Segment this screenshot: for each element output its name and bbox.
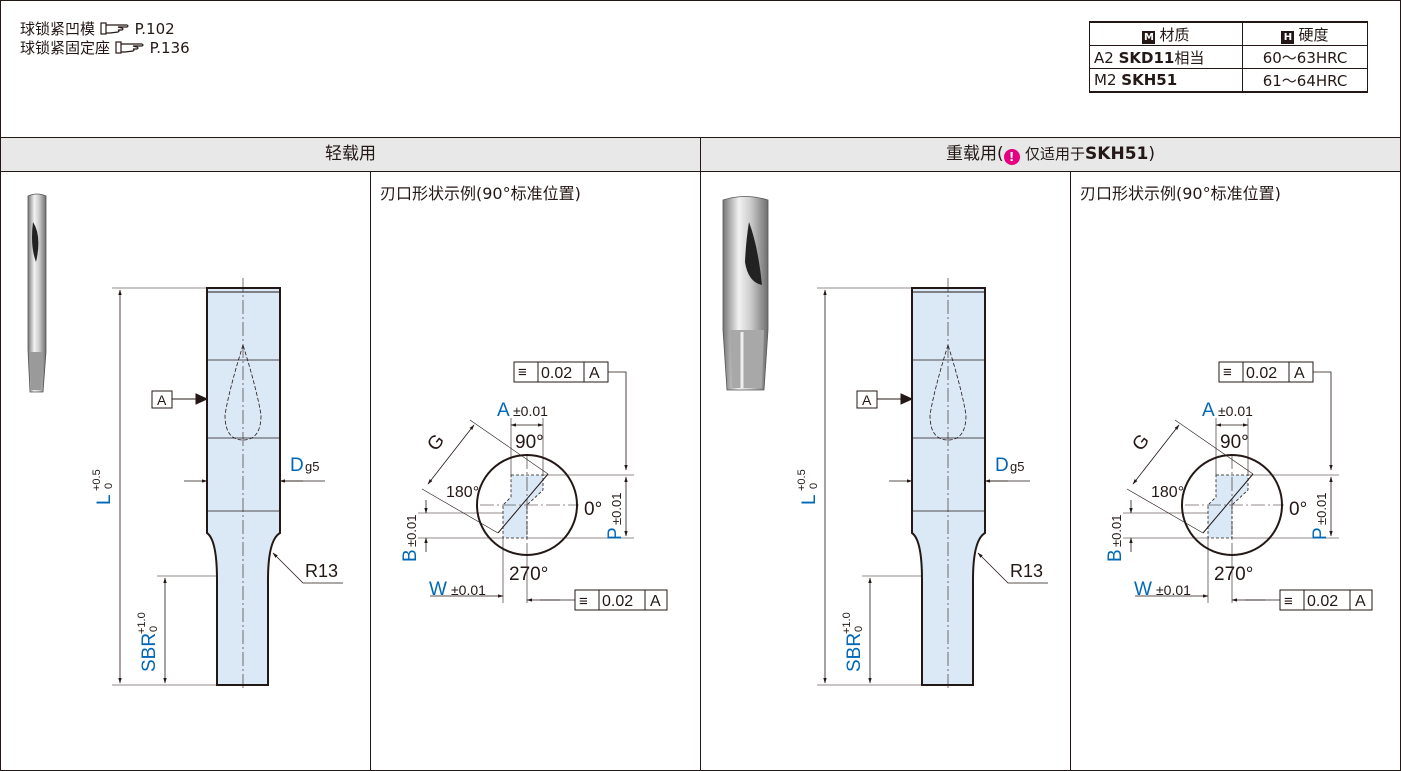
- svg-text:0.02: 0.02: [1246, 365, 1277, 382]
- heavy-shape-labels: ≡ 0.02 A ≡ 0.02 A A ±0.01 90° 180° 0° 27…: [1105, 364, 1366, 610]
- light-shape-detail: [418, 361, 668, 611]
- svg-text:+1.0: +1.0: [841, 612, 853, 634]
- svg-text:+0.5: +0.5: [796, 469, 808, 491]
- svg-text:≡: ≡: [1284, 593, 1293, 610]
- svg-text:270°: 270°: [1214, 564, 1253, 585]
- svg-text:R13: R13: [305, 561, 338, 581]
- column-divider: [1070, 171, 1071, 770]
- light-duty-header: 轻载用: [1, 137, 700, 172]
- svg-text:W: W: [429, 579, 447, 600]
- svg-text:P: P: [1310, 527, 1331, 540]
- svg-text:≡: ≡: [518, 364, 527, 381]
- svg-text:L: L: [94, 494, 115, 505]
- svg-text:W: W: [1134, 579, 1152, 600]
- svg-text:±0.01: ±0.01: [609, 493, 624, 525]
- svg-text:0.02: 0.02: [1307, 593, 1338, 610]
- svg-text:+0.5: +0.5: [91, 469, 103, 491]
- shape-example-title: 刃口形状示例(90°标准位置): [380, 184, 581, 203]
- svg-text:SBR: SBR: [139, 633, 160, 672]
- material-mark-icon: M: [1142, 30, 1156, 44]
- svg-text:±0.01: ±0.01: [513, 403, 548, 419]
- hardness-mark-icon: H: [1281, 30, 1295, 44]
- svg-text:180°: 180°: [446, 484, 479, 501]
- table-row: M2 SKH51 61～64HRC: [1089, 68, 1368, 93]
- svg-text:g5: g5: [305, 459, 319, 474]
- svg-text:0.02: 0.02: [541, 365, 572, 382]
- svg-text:D: D: [995, 455, 1009, 476]
- light-punch-labels: D g5 A R13 L +0.5 0 SBR +1.0 0: [91, 392, 338, 672]
- svg-text:A: A: [589, 365, 600, 382]
- svg-text:±0.01: ±0.01: [1109, 515, 1124, 547]
- svg-text:A: A: [1294, 365, 1305, 382]
- reference-item[interactable]: 球锁紧固定座 P.136: [20, 39, 190, 57]
- heavy-punch-photo: [722, 196, 769, 391]
- table-row: A2 SKD11相当 60～63HRC: [1089, 45, 1368, 69]
- svg-text:A: A: [650, 593, 661, 610]
- svg-text:±0.01: ±0.01: [1156, 582, 1191, 598]
- shape-example-title: 刃口形状示例(90°标准位置): [1080, 184, 1281, 203]
- svg-text:A: A: [157, 392, 167, 408]
- svg-text:D: D: [290, 455, 304, 476]
- warning-icon: !: [1003, 149, 1020, 165]
- svg-text:0°: 0°: [584, 499, 602, 520]
- svg-text:±0.01: ±0.01: [451, 582, 486, 598]
- reference-list: 球锁紧凹模 P.102 球锁紧固定座 P.136: [20, 20, 190, 58]
- svg-text:A: A: [1355, 593, 1366, 610]
- svg-text:±0.01: ±0.01: [1218, 403, 1253, 419]
- section-divider: [700, 137, 701, 770]
- svg-text:G: G: [423, 431, 449, 456]
- svg-text:B: B: [1105, 549, 1126, 562]
- heavy-punch-drawing: [817, 278, 1048, 690]
- svg-text:±0.01: ±0.01: [1314, 493, 1329, 525]
- svg-text:A: A: [1202, 400, 1215, 421]
- light-punch-drawing: [112, 278, 343, 690]
- svg-text:0.02: 0.02: [602, 593, 633, 610]
- reference-item[interactable]: 球锁紧凹模 P.102: [20, 20, 175, 38]
- svg-text:0: 0: [103, 483, 115, 489]
- heavy-shape-detail: [1123, 361, 1373, 611]
- svg-text:SBR: SBR: [844, 633, 865, 672]
- svg-text:180°: 180°: [1151, 484, 1184, 501]
- light-punch-photo: [27, 193, 47, 393]
- svg-text:+1.0: +1.0: [136, 612, 148, 634]
- svg-text:A: A: [862, 392, 872, 408]
- svg-text:0: 0: [148, 626, 160, 632]
- svg-text:0: 0: [808, 483, 820, 489]
- svg-text:R13: R13: [1010, 561, 1043, 581]
- svg-text:≡: ≡: [579, 593, 588, 610]
- svg-text:0°: 0°: [1289, 499, 1307, 520]
- svg-text:g5: g5: [1010, 459, 1024, 474]
- svg-text:G: G: [1128, 431, 1154, 456]
- svg-text:B: B: [400, 549, 421, 562]
- column-divider: [370, 171, 371, 770]
- svg-text:±0.01: ±0.01: [404, 515, 419, 547]
- svg-text:P: P: [605, 527, 626, 540]
- svg-text:90°: 90°: [515, 432, 544, 453]
- svg-text:90°: 90°: [1220, 432, 1249, 453]
- svg-text:A: A: [497, 400, 510, 421]
- svg-text:≡: ≡: [1223, 364, 1232, 381]
- svg-text:270°: 270°: [509, 564, 548, 585]
- svg-text:L: L: [799, 494, 820, 505]
- hand-pointer-icon: [100, 22, 129, 35]
- hand-pointer-icon: [115, 41, 144, 54]
- heavy-punch-labels: D g5 A R13 L +0.5 0 SBR +1.0 0: [796, 392, 1043, 672]
- heavy-duty-header: 重载用(! 仅适用于SKH51): [701, 137, 1400, 172]
- svg-text:0: 0: [853, 626, 865, 632]
